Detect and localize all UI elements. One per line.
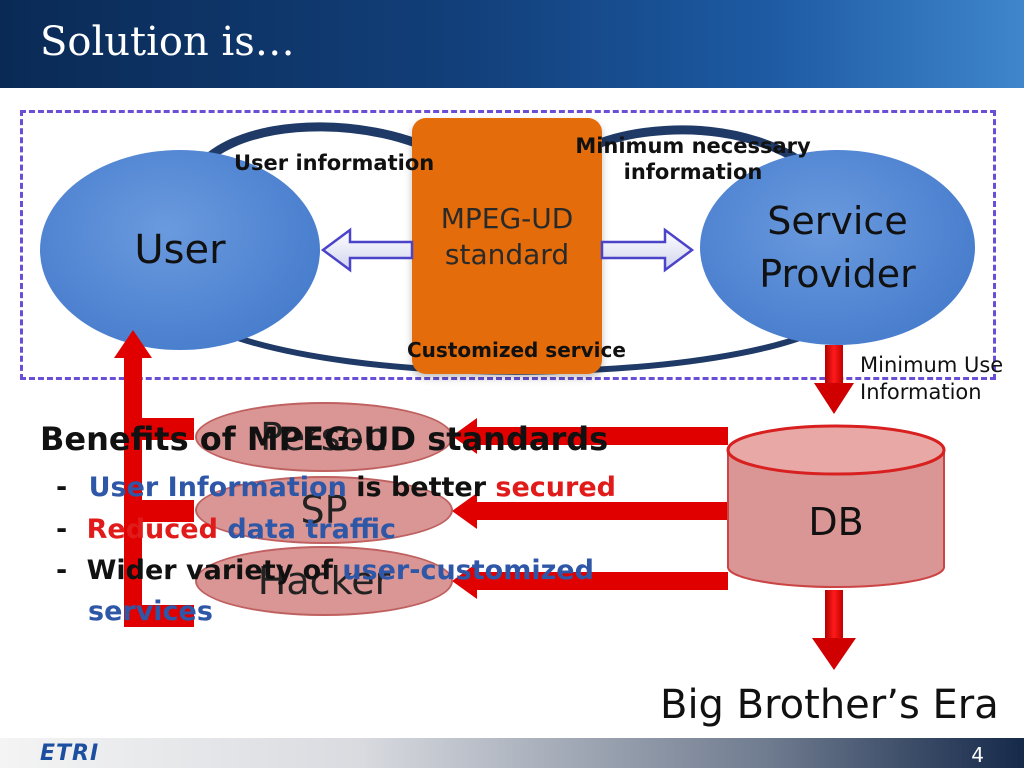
benefit-1-part2: is better bbox=[346, 472, 496, 503]
benefit-3-dash: - bbox=[56, 555, 68, 586]
hacker-ellipse: Hacker bbox=[195, 546, 453, 616]
benefit-3-part1: Wider variety of bbox=[86, 555, 343, 586]
db-label: DB bbox=[808, 500, 864, 544]
dashed-boundary bbox=[20, 110, 996, 380]
benefit-1-dash: - bbox=[56, 472, 68, 503]
big-brother-era-label: Big Brother’s Era bbox=[660, 682, 999, 728]
customized-service-label: Customized service bbox=[407, 338, 626, 362]
sp-ellipse: SP bbox=[195, 476, 453, 544]
person-ellipse: Person bbox=[195, 402, 453, 472]
benefit-1-part3: secured bbox=[495, 472, 616, 503]
footer-bar bbox=[0, 738, 1024, 768]
service-provider-ellipse: Service Provider bbox=[700, 150, 975, 345]
page-number: 4 bbox=[971, 743, 984, 767]
user-label: User bbox=[134, 227, 226, 273]
minimum-necessary-information-label: Minimum necessary information bbox=[568, 133, 818, 186]
benefit-3-part3: services bbox=[88, 596, 213, 627]
mpeg-label-line1: MPEG-UD bbox=[440, 201, 574, 235]
db-to-person-arrow bbox=[452, 418, 728, 454]
sp-label: SP bbox=[300, 488, 348, 532]
minimum-user-information-label: Minimum Use Information bbox=[860, 352, 1003, 407]
min-user-info-line2: Information bbox=[860, 380, 982, 405]
user-ellipse: User bbox=[40, 150, 320, 350]
hacker-label: Hacker bbox=[257, 559, 391, 603]
benefit-2-part1: Reduced bbox=[86, 514, 218, 545]
mpeg-ud-standard-box: MPEG-UD standard bbox=[412, 118, 602, 374]
service-provider-label-line1: Service bbox=[767, 199, 908, 244]
minimum-necessary-line1: Minimum necessary bbox=[575, 134, 811, 158]
etri-logo-text: ETRI bbox=[40, 741, 100, 766]
service-provider-label-line2: Provider bbox=[759, 251, 916, 296]
benefit-2-dash: - bbox=[56, 514, 68, 545]
mpeg-label-line2: standard bbox=[444, 238, 570, 271]
db-to-hacker-arrow bbox=[452, 563, 728, 599]
sp-to-db-arrow bbox=[814, 345, 854, 414]
db-to-big-brother-arrow bbox=[812, 590, 856, 670]
benefit-item-1: - User Information is better secured bbox=[56, 472, 616, 503]
db-cylinder bbox=[726, 424, 946, 588]
title-bar: Solution is… bbox=[0, 0, 1024, 88]
etri-logo: ETRI bbox=[40, 741, 99, 766]
minimum-necessary-line2: information bbox=[623, 160, 763, 185]
user-information-label: User information bbox=[234, 151, 435, 175]
benefit-item-3: - Wider variety of user-customized bbox=[56, 555, 594, 586]
red-bracket-to-user bbox=[114, 330, 194, 627]
benefit-3-part2: user-customized bbox=[342, 555, 594, 586]
min-user-info-line1: Minimum Use bbox=[860, 353, 1004, 377]
slide-title: Solution is… bbox=[40, 19, 295, 65]
benefit-2-part2: data traffic bbox=[217, 514, 396, 545]
benefits-heading: Benefits of MPEG-UD standards bbox=[40, 420, 609, 458]
db-to-sp-arrow bbox=[452, 493, 728, 529]
person-label: Person bbox=[260, 415, 388, 459]
benefit-1-part1: User Information bbox=[88, 472, 347, 503]
benefit-item-2: - Reduced data traffic bbox=[56, 514, 396, 545]
